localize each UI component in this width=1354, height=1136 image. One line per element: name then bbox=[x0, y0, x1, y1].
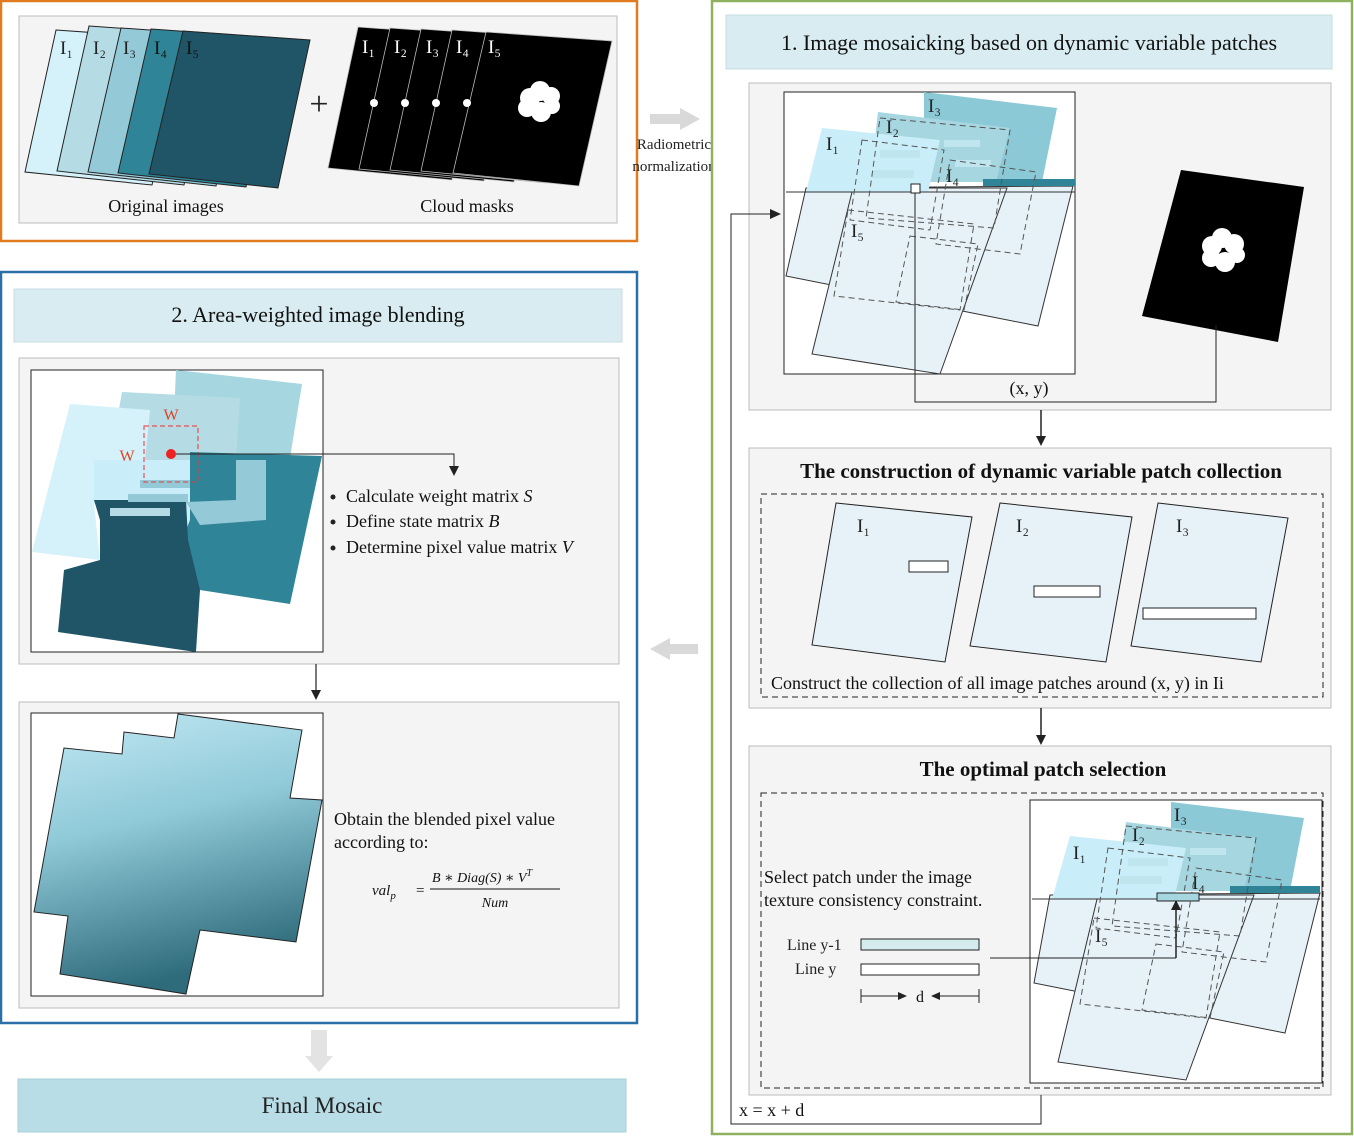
formula-numerator: B ∗ Diag(S) ∗ VT bbox=[432, 868, 533, 886]
plus-sign: + bbox=[309, 86, 328, 123]
mask-label-3: I₃ bbox=[426, 37, 439, 58]
patch-image-2 bbox=[969, 502, 1133, 663]
mosaic-label-i5: I₅ bbox=[851, 221, 864, 242]
selection-mosaic bbox=[1032, 802, 1321, 1081]
selection-label-i5: I₅ bbox=[1095, 926, 1108, 947]
bullet-pixel-matrix: Determine pixel value matrix V bbox=[346, 537, 575, 557]
bullet-weight-matrix: Calculate weight matrix S bbox=[346, 486, 532, 506]
step1-title: 1. Image mosaicking based on dynamic var… bbox=[781, 30, 1277, 55]
xy-label: (x, y) bbox=[1010, 378, 1049, 399]
original-label-2: I₂ bbox=[93, 38, 106, 59]
step1-panel: 1. Image mosaicking based on dynamic var… bbox=[710, 0, 1354, 1136]
selection-label-i3: I₃ bbox=[1174, 805, 1187, 826]
mosaic-overlap bbox=[785, 92, 1075, 375]
cloud-blob bbox=[518, 81, 560, 122]
d-label: d bbox=[916, 989, 924, 1006]
construction-caption: Construct the collection of all image pa… bbox=[771, 673, 1224, 694]
mosaic-label-i3: I₃ bbox=[928, 96, 941, 117]
step-transfer-arrow bbox=[650, 638, 698, 660]
step2-panel: 2. Area-weighted image blending W W Calc… bbox=[0, 270, 639, 1025]
step2-title: 2. Area-weighted image blending bbox=[171, 302, 464, 327]
bullet-state-matrix: Define state matrix B bbox=[346, 511, 499, 531]
selection-text-line2: texture consistency constraint. bbox=[764, 890, 982, 910]
blended-mosaic bbox=[33, 713, 323, 995]
original-images-caption: Original images bbox=[108, 196, 223, 216]
line-prev-label: Line y-1 bbox=[787, 937, 842, 954]
blend-text-line1: Obtain the blended pixel value bbox=[334, 809, 555, 829]
update-label: x = x + d bbox=[739, 1100, 804, 1120]
bullet-list: Calculate weight matrix S Define state m… bbox=[330, 486, 575, 557]
mosaic-label-i2: I₂ bbox=[886, 117, 899, 138]
formula-equals: = bbox=[416, 883, 424, 899]
patch-label-1: I₁ bbox=[857, 516, 870, 537]
mask-label-5: I₅ bbox=[488, 37, 501, 58]
mosaic-cloud-mask bbox=[1142, 170, 1304, 342]
selection-label-i2: I₂ bbox=[1132, 825, 1145, 846]
line-prev-bar bbox=[860, 938, 980, 951]
patch-image-3 bbox=[1130, 502, 1289, 663]
final-arrow bbox=[305, 1030, 333, 1072]
radiometric-label-line1: Radiometric bbox=[637, 137, 711, 153]
w-label-left: W bbox=[119, 448, 135, 465]
w-label-top: W bbox=[163, 407, 179, 424]
patch-image-1 bbox=[811, 502, 973, 663]
mosaic-label-i4: I₄ bbox=[946, 166, 959, 187]
original-images-stack: I₁ I₂ I₃ I₄ I₅ bbox=[24, 25, 311, 189]
cloud-masks-caption: Cloud masks bbox=[420, 196, 514, 216]
mosaic-label-i1: I₁ bbox=[826, 134, 839, 155]
original-label-4: I₄ bbox=[154, 38, 167, 59]
final-mosaic-label: Final Mosaic bbox=[262, 1093, 383, 1118]
original-label-1: I₁ bbox=[60, 38, 73, 59]
selection-title: The optimal patch selection bbox=[920, 757, 1167, 781]
formula-denominator: Num bbox=[481, 896, 508, 911]
construction-title: The construction of dynamic variable pat… bbox=[800, 459, 1282, 483]
weighted-mosaic bbox=[32, 370, 459, 652]
blend-text-line2: according to: bbox=[334, 832, 428, 852]
original-label-5: I₅ bbox=[186, 38, 199, 59]
line-cur-label: Line y bbox=[795, 961, 836, 978]
radiometric-label-line2: normalization bbox=[632, 159, 716, 175]
formula-lhs: valp bbox=[372, 883, 396, 902]
line-cur-bar bbox=[860, 963, 980, 976]
patch-label-2: I₂ bbox=[1016, 516, 1029, 537]
input-panel: I₁ I₂ I₃ I₄ I₅ Original images + bbox=[0, 0, 639, 243]
cloud-masks-stack: I₁ I₂ I₃ I₄ I₅ bbox=[327, 26, 613, 187]
selection-label-i4: I₄ bbox=[1192, 873, 1205, 894]
original-label-3: I₃ bbox=[123, 38, 136, 59]
patch-label-3: I₃ bbox=[1176, 516, 1189, 537]
final-mosaic-box bbox=[17, 1078, 627, 1133]
selection-text-line1: Select patch under the image bbox=[764, 867, 972, 887]
radiometric-arrow bbox=[650, 108, 700, 130]
mask-label-2: I₂ bbox=[394, 37, 407, 58]
blend-formula: valp = B ∗ Diag(S) ∗ VT Num bbox=[372, 868, 560, 911]
mask-label-1: I₁ bbox=[362, 37, 375, 58]
selection-label-i1: I₁ bbox=[1073, 843, 1086, 864]
mask-label-4: I₄ bbox=[456, 37, 469, 58]
